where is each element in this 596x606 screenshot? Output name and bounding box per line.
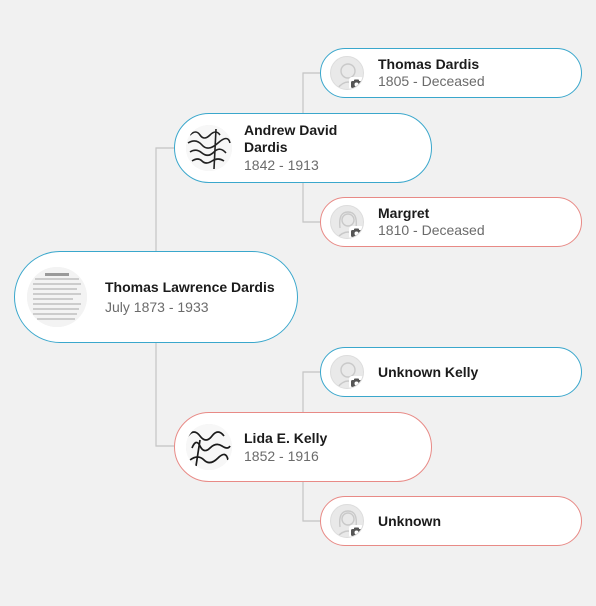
person-dates: 1810 - Deceased	[378, 222, 485, 238]
camera-icon[interactable]	[349, 77, 363, 89]
male-silhouette-icon	[330, 56, 364, 90]
person-name: Thomas Dardis	[378, 56, 480, 72]
person-card-maternal-grandmother[interactable]: Unknown	[320, 496, 582, 546]
female-silhouette-icon	[330, 205, 364, 239]
document-photo	[27, 267, 87, 327]
person-card-father[interactable]: Andrew David Dardis 1842 - 1913	[174, 113, 432, 183]
person-name: Andrew David Dardis	[244, 122, 338, 155]
person-dates: 1852 - 1916	[244, 447, 319, 464]
person-card-maternal-grandfather[interactable]: Unknown Kelly	[320, 347, 582, 397]
person-card-root[interactable]: Thomas Lawrence Dardis July 1873 - 1933	[14, 251, 298, 343]
handwriting-photo	[186, 125, 232, 171]
camera-icon[interactable]	[349, 376, 363, 388]
person-dates: 1842 - 1913	[244, 157, 319, 173]
person-name: Margret	[378, 205, 430, 221]
camera-icon[interactable]	[349, 226, 363, 238]
female-silhouette-icon	[330, 504, 364, 538]
person-dates: 1805 - Deceased	[378, 73, 485, 89]
person-card-paternal-grandfather[interactable]: Thomas Dardis 1805 - Deceased	[320, 48, 582, 98]
male-silhouette-icon	[330, 355, 364, 389]
person-dates: July 1873 - 1933	[105, 298, 209, 315]
person-card-paternal-grandmother[interactable]: Margret 1810 - Deceased	[320, 197, 582, 247]
person-card-mother[interactable]: Lida E. Kelly 1852 - 1916	[174, 412, 432, 482]
person-name: Unknown	[378, 512, 441, 529]
person-name: Unknown Kelly	[378, 363, 479, 380]
handwriting-photo	[186, 424, 232, 470]
person-name: Lida E. Kelly	[244, 429, 328, 446]
person-name: Thomas Lawrence Dardis	[105, 278, 275, 295]
camera-icon[interactable]	[349, 525, 363, 537]
